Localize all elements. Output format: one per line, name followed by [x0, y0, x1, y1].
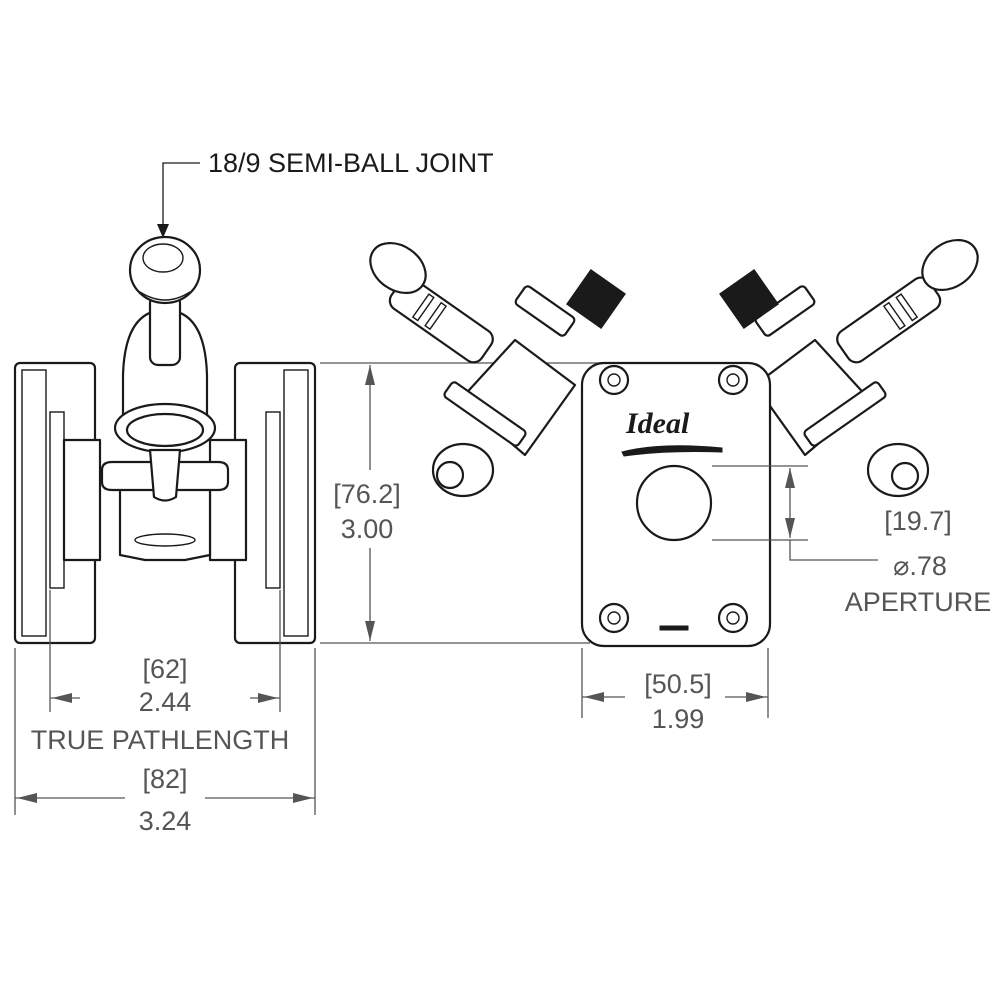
logo-text: Ideal	[625, 407, 690, 440]
front-view: Ideal	[369, 238, 979, 648]
logo-swoosh	[621, 445, 723, 457]
aperture	[635, 464, 713, 542]
right-knurled-knob	[719, 269, 779, 329]
semi-ball-joint-callout: 18/9 SEMI-BALL JOINT	[157, 148, 494, 238]
left-knurled-knob	[566, 269, 626, 329]
plate-width-in: 1.99	[652, 704, 705, 734]
true-pathlength-in: 2.44	[139, 687, 192, 717]
plate-width-mm: [50.5]	[644, 669, 712, 699]
side-view	[13, 235, 317, 645]
screw-top-right	[717, 364, 749, 396]
right-flange	[208, 361, 317, 645]
aperture-offset-mm: [19.7]	[884, 506, 952, 536]
right-valve-arm	[753, 238, 979, 498]
semi-ball-joint	[128, 235, 202, 367]
true-pathlength-mm: [62]	[142, 654, 187, 684]
overall-width-mm: [82]	[142, 764, 187, 794]
true-pathlength-dimension: [62] 2.44 TRUE PATHLENGTH	[31, 590, 290, 755]
screw-top-left	[598, 364, 630, 396]
semi-ball-joint-label: 18/9 SEMI-BALL JOINT	[208, 148, 494, 178]
aperture-diameter: ⌀.78	[893, 551, 947, 581]
mounting-plate: Ideal	[580, 361, 772, 648]
left-flange	[13, 361, 102, 645]
plate-width-dimension: [50.5] 1.99	[581, 648, 769, 734]
overall-width-dimension: [82] 3.24	[14, 648, 316, 836]
part-number-mark	[659, 625, 689, 631]
screw-bottom-right	[717, 602, 749, 634]
height-in: 3.00	[341, 514, 394, 544]
height-dimension: [76.2] 3.00	[320, 362, 600, 644]
height-mm: [76.2]	[333, 479, 401, 509]
aperture-dimension: [19.7] ⌀.78 APERTURE	[712, 465, 992, 617]
left-valve-arm	[369, 241, 577, 498]
aperture-label: APERTURE	[845, 587, 992, 617]
true-pathlength-label: TRUE PATHLENGTH	[31, 725, 290, 755]
screw-bottom-left	[598, 602, 630, 634]
overall-width-in: 3.24	[139, 806, 192, 836]
center-body	[100, 308, 230, 562]
